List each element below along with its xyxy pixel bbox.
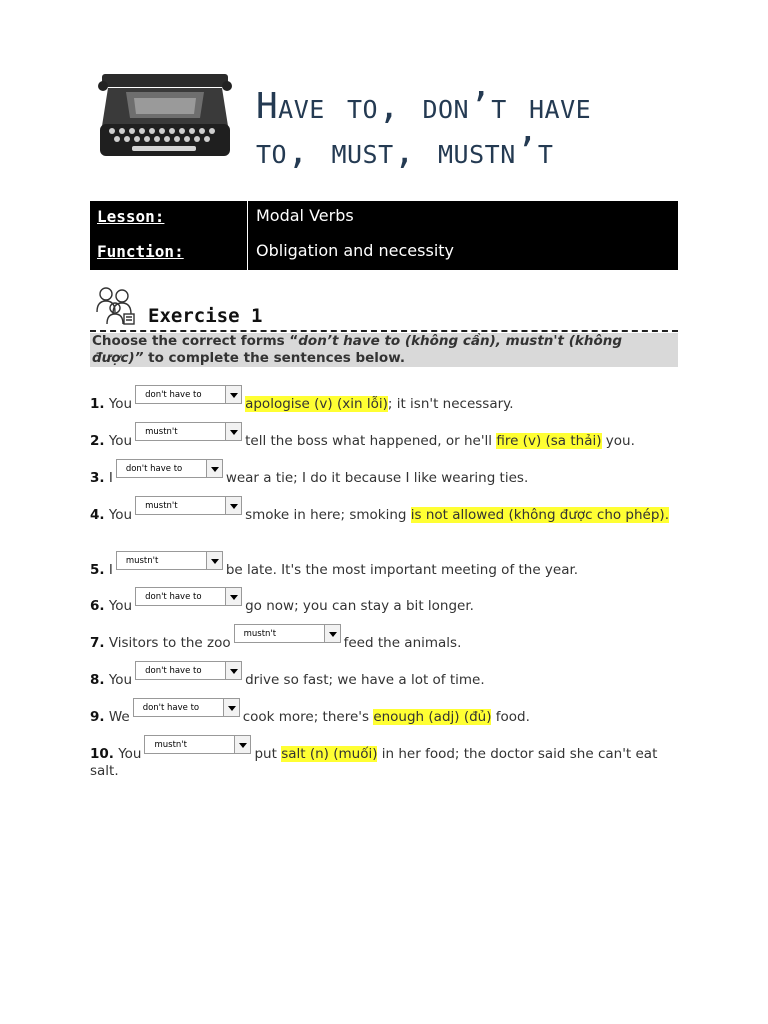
answer-dropdown[interactable]: mustn't [135,422,243,441]
answer-dropdown[interactable]: don't have to [115,459,223,478]
question-number: 7. [90,635,105,651]
question-prefix: You [104,433,133,449]
chevron-down-icon[interactable] [225,588,242,605]
dropdown-selected-value: mustn't [145,501,178,511]
question-6: 6. You don't have to go now; you can stay … [90,587,670,615]
answer-dropdown[interactable]: don't have to [135,587,243,606]
highlighted-vocabulary: fire (v) (sa thải) [496,433,602,449]
instruction-emphasis: don’t have to (không cần), mustn't (khôn… [92,333,623,366]
question-text: food. [491,709,530,725]
question-9: 9. We don't have to cook more; there's eno… [90,698,670,726]
question-prefix: You [104,672,133,688]
chevron-down-icon[interactable] [222,699,239,716]
question-text: wear a tie; I do it because I like weari… [225,470,529,486]
question-number: 3. [90,470,105,486]
answer-dropdown[interactable]: mustn't [135,496,243,515]
question-text: be late. It's the most important meeting… [225,562,579,578]
question-number: 5. [90,562,105,578]
highlighted-vocabulary: salt (n) (muối) [281,746,378,762]
dropdown-selected-value: mustn't [145,427,178,437]
answer-dropdown[interactable]: mustn't [233,624,341,643]
page-title-line-2: to, must, mustn’t [256,131,554,172]
answer-dropdown[interactable]: don't have to [132,698,240,717]
chevron-down-icon[interactable] [234,736,251,753]
answer-dropdown[interactable]: mustn't [144,735,252,754]
chevron-down-icon[interactable] [225,386,242,403]
question-prefix: You [104,396,133,412]
info-table-divider [247,201,248,270]
dropdown-selected-value: mustn't [125,556,159,566]
answer-dropdown[interactable]: mustn't [115,551,223,570]
dropdown-selected-value: mustn't [154,740,187,750]
lesson-info-table: Lesson: Modal Verbs Function: Obligation… [90,201,678,270]
question-number: 6. [90,598,105,614]
question-prefix: You [113,746,142,762]
chevron-down-icon[interactable] [225,423,242,440]
question-2: 2. You mustn't tell the boss what happened… [90,422,670,450]
question-text: cook more; there's [242,709,374,725]
question-number: 4. [90,507,105,523]
dropdown-selected-value: don't have to [125,464,183,474]
question-prefix: I [104,470,113,486]
lesson-label: Lesson: [97,207,165,226]
function-label: Function: [97,242,184,261]
chevron-down-icon[interactable] [225,497,242,514]
question-prefix: I [104,562,113,578]
function-value: Obligation and necessity [256,241,455,260]
answer-dropdown[interactable]: don't have to [135,661,243,680]
question-text: smoke in here; smoking [245,507,411,523]
question-text: in her food; the doctor said she can't e… [90,746,658,779]
question-prefix: You [104,507,133,523]
question-text: you. [601,433,635,449]
dashed-divider [90,330,678,332]
chevron-down-icon[interactable] [205,460,222,477]
question-number: 1. [90,396,105,412]
question-4: 4. You mustn't smoke in here; smoking is n… [90,496,670,524]
highlighted-vocabulary: is not allowed (không được cho phép). [410,507,669,523]
dropdown-selected-value: mustn't [243,629,277,639]
question-text: put [254,746,282,762]
question-number: 8. [90,672,105,688]
question-prefix: We [104,709,130,725]
chevron-down-icon[interactable] [323,625,340,642]
page-title-line-1: Have to, don’t have [256,86,592,127]
dropdown-selected-value: don't have to [145,592,202,602]
highlighted-vocabulary: apologise (v) (xin lỗi) [245,396,388,412]
dropdown-selected-value: don't have to [145,666,202,676]
question-10: 10. You mustn't put salt (n) (muối) in her… [90,735,670,780]
question-prefix: You [104,598,133,614]
question-number: 2. [90,433,105,449]
chevron-down-icon[interactable] [205,552,222,569]
question-text: ; it isn't necessary. [387,396,514,412]
highlighted-vocabulary: enough (adj) (đủ) [373,709,492,725]
exercise-title: Exercise 1 [148,305,263,327]
question-7: 7. Visitors to the zoo mustn't feed the an… [90,624,670,652]
question-text: go now; you can stay a bit longer. [245,598,474,614]
question-text: drive so fast; we have a lot of time. [245,672,485,688]
page-title: Have to, don’t have to, must, mustn’t [256,84,696,174]
question-1: 1. You don't have to apologise (v) (xin lỗ… [90,385,670,413]
question-number: 10. [90,746,114,762]
chevron-down-icon[interactable] [225,662,242,679]
question-text: tell the boss what happened, or he'll [245,433,497,449]
people-group-icon [96,287,135,325]
question-8: 8. You don't have to drive so fast; we hav… [90,661,670,689]
dropdown-selected-value: don't have to [145,390,202,400]
exercise-instruction: Choose the correct forms “don’t have to … [90,333,678,367]
lesson-value: Modal Verbs [256,206,354,225]
instruction-text-start: Choose the correct forms “ [92,333,299,349]
question-number: 9. [90,709,105,725]
typewriter-image [98,74,232,156]
question-prefix: Visitors to the zoo [104,635,231,651]
dropdown-selected-value: don't have to [142,703,200,713]
question-text: feed the animals. [343,635,462,651]
instruction-text-end: to complete the sentences below. [143,350,405,366]
answer-dropdown[interactable]: don't have to [135,385,243,404]
